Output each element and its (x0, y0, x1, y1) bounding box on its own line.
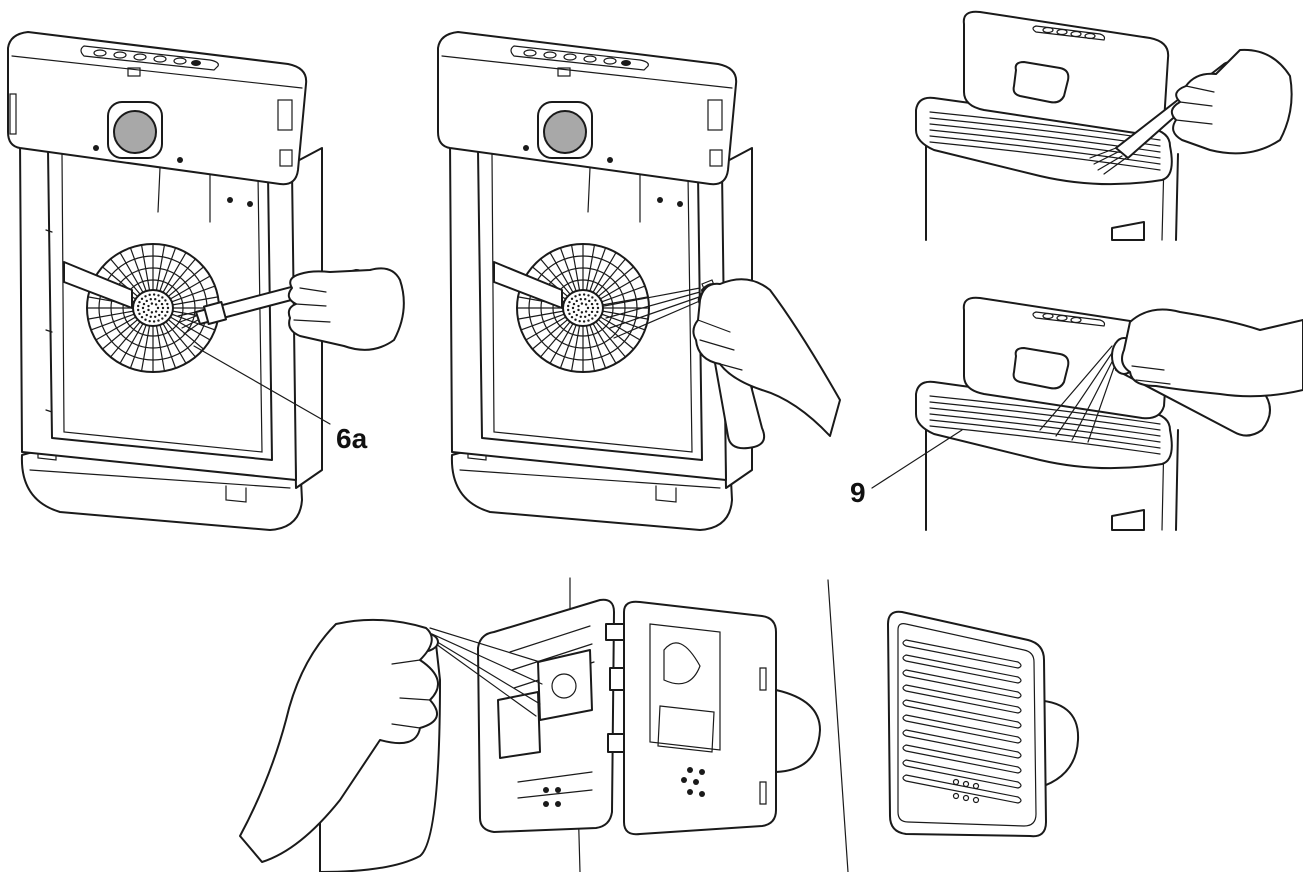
fan-blade-disc (86, 243, 220, 373)
rear-cover-right-half (623, 600, 777, 836)
panel-grille-cover (827, 579, 1080, 872)
fan-blade-disc-2 (516, 243, 650, 373)
fan-bracket (63, 261, 133, 309)
door-handle (775, 689, 821, 773)
spray-mist-3 (429, 627, 543, 717)
hand-holding-can (692, 278, 841, 437)
panel-spray-grille: 9 (850, 296, 1303, 531)
panel-spray-fan (437, 31, 841, 531)
grille-cover-slats (902, 639, 1022, 804)
fan-motor-2 (543, 110, 587, 154)
hand-can-3 (239, 618, 439, 863)
carry-handle (1012, 61, 1070, 104)
hand-brush-3 (1170, 48, 1293, 155)
panel-spray-rear-cover (239, 577, 821, 872)
fan-motor (113, 110, 157, 154)
grille-cover (887, 610, 1047, 838)
hand-holding-brush (287, 267, 405, 351)
panel-brush-grille (915, 10, 1293, 241)
panel-brush-fan: 6a (7, 31, 405, 531)
hand-can-2 (1121, 308, 1303, 398)
callout-label-6a: 6a (336, 423, 368, 454)
callout-label-9: 9 (850, 477, 866, 508)
callout-line-6a (193, 345, 331, 425)
pre-filter-slot (537, 649, 593, 721)
spray-mist-2 (1039, 345, 1119, 443)
callout-line-9 (871, 429, 963, 489)
spray-mist (603, 287, 703, 339)
control-buttons-strip (80, 45, 219, 71)
